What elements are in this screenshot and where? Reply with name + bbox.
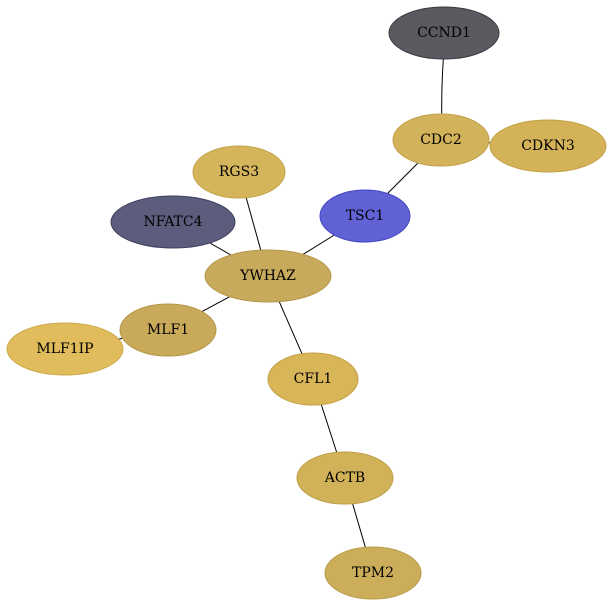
node-shape <box>192 145 286 199</box>
node-label: TPM2 <box>352 565 394 581</box>
edge-cfl1-actb <box>320 404 338 453</box>
edges-layer <box>118 58 491 548</box>
node-label: MLF1IP <box>36 341 93 357</box>
node-label: TSC1 <box>346 208 385 224</box>
node-shape <box>296 451 394 505</box>
node-actb[interactable]: ACTB <box>296 451 394 505</box>
node-label: CDC2 <box>420 132 462 148</box>
node-label: CDKN3 <box>521 138 575 154</box>
node-shape <box>388 6 500 60</box>
node-shape <box>6 322 124 376</box>
edge-actb-tpm2 <box>352 503 366 548</box>
edge-tsc1-ywhaz <box>302 234 335 255</box>
edge-ywhaz-cfl1 <box>278 301 303 355</box>
node-shape <box>319 189 411 243</box>
node-cdc2[interactable]: CDC2 <box>392 113 490 167</box>
node-label: CCND1 <box>417 25 471 41</box>
node-rgs3[interactable]: RGS3 <box>192 145 286 199</box>
node-shape <box>119 303 217 357</box>
node-shape <box>204 249 332 303</box>
node-label: RGS3 <box>219 164 259 180</box>
edge-ccnd1-cdc2 <box>441 58 444 115</box>
node-shape <box>110 195 236 249</box>
node-shape <box>489 119 607 173</box>
node-label: ACTB <box>324 470 365 486</box>
node-mlf1ip[interactable]: MLF1IP <box>6 322 124 376</box>
node-cfl1[interactable]: CFL1 <box>267 352 359 406</box>
edge-ywhaz-mlf1 <box>201 296 230 313</box>
edge-cdc2-tsc1 <box>387 162 419 194</box>
edge-rgs3-ywhaz <box>245 197 262 251</box>
node-shape <box>267 352 359 406</box>
node-nfatc4[interactable]: NFATC4 <box>110 195 236 249</box>
node-ywhaz[interactable]: YWHAZ <box>204 249 332 303</box>
node-ccnd1[interactable]: CCND1 <box>388 6 500 60</box>
node-cdkn3[interactable]: CDKN3 <box>489 119 607 173</box>
node-label: CFL1 <box>294 371 333 387</box>
node-shape <box>392 113 490 167</box>
node-label: YWHAZ <box>239 268 296 284</box>
node-tsc1[interactable]: TSC1 <box>319 189 411 243</box>
node-label: MLF1 <box>147 322 189 338</box>
node-tpm2[interactable]: TPM2 <box>324 546 422 600</box>
node-label: NFATC4 <box>143 214 202 230</box>
node-mlf1[interactable]: MLF1 <box>119 303 217 357</box>
edge-nfatc4-ywhaz <box>209 242 232 256</box>
node-shape <box>324 546 422 600</box>
